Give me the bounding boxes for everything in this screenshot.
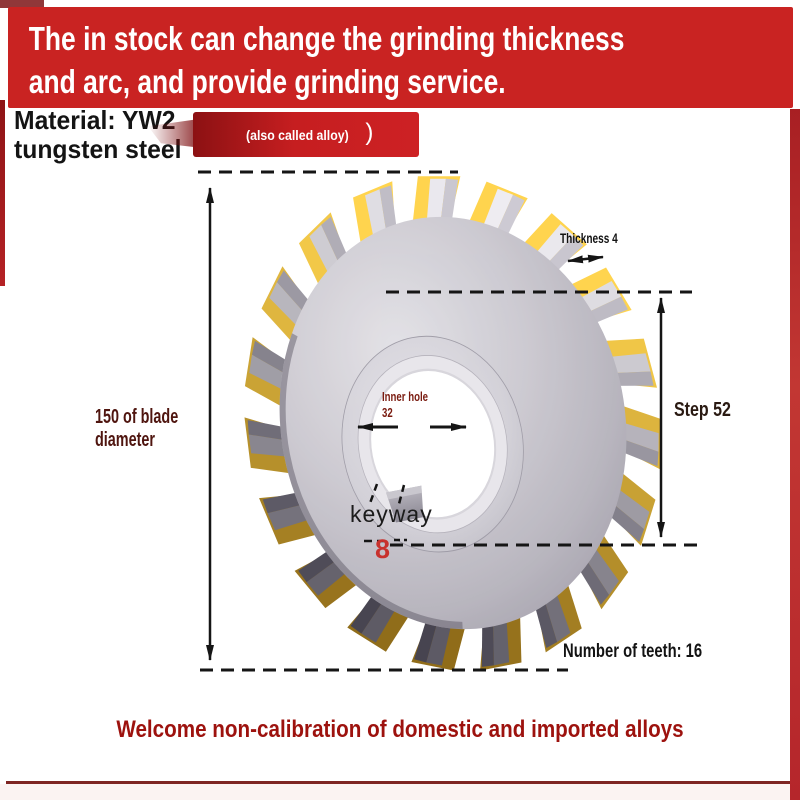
inner-hole-label: Inner hole 32 <box>382 389 428 421</box>
blade-diameter-label: 150 of blade diameter <box>95 406 178 452</box>
step-label: Step 52 <box>674 399 731 421</box>
footer-divider-line <box>6 781 795 784</box>
alloy-ribbon-label: (also called alloy) <box>245 126 349 143</box>
headline-line1: The in stock can change the grinding thi… <box>28 20 625 57</box>
thickness-dimension-arrow <box>567 254 604 264</box>
keyway-tick-right <box>397 484 406 505</box>
left-edge-red-strip <box>0 100 5 286</box>
cutter-hub <box>341 335 524 553</box>
footer-pink-strip <box>0 784 800 800</box>
blade-diameter-line2: diameter <box>95 429 156 451</box>
material-line2: tungsten steel <box>14 134 182 164</box>
keyway-label: keyway <box>350 501 433 527</box>
blade-diameter-line1: 150 of blade <box>95 406 179 428</box>
thickness-label: Thickness 4 <box>560 230 618 246</box>
alloy-ribbon: (also called alloy) ) <box>193 112 419 157</box>
headline-line2: and arc, and provide grinding service. <box>28 63 506 100</box>
right-edge-red-strip <box>790 109 800 800</box>
material-line1: Material: YW2 <box>14 105 176 135</box>
material-label: Material: YW2 tungsten steel <box>14 106 181 164</box>
footer-message: Welcome non-calibration of domestic and … <box>116 716 684 743</box>
headline-banner: The in stock can change the grinding thi… <box>8 7 793 108</box>
cutter-bore <box>369 368 497 520</box>
alloy-ribbon-paren: ) <box>365 118 374 146</box>
teeth-count-label: Number of teeth: 16 <box>563 641 703 662</box>
top-left-smudge <box>0 0 44 8</box>
keyway-tick-left <box>367 483 379 507</box>
headline-text-block: The in stock can change the grinding thi… <box>8 7 636 103</box>
keyway-value: 8 <box>375 534 391 564</box>
inner-hole-line2: 32 <box>382 405 393 420</box>
inner-hole-line1: Inner hole <box>382 389 428 404</box>
